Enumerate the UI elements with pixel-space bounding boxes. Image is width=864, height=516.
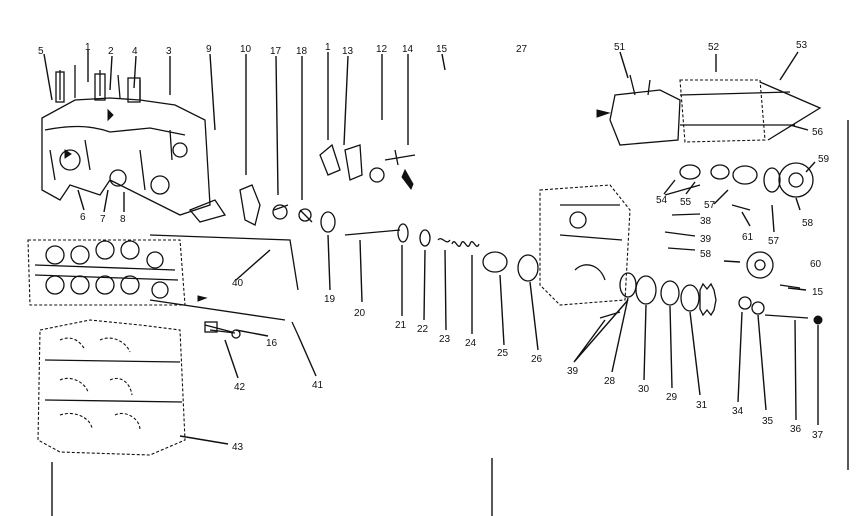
callout-2: 2 (108, 46, 114, 57)
callout-28: 28 (604, 376, 616, 387)
callout-53: 53 (796, 40, 808, 51)
motor-assembly (609, 74, 822, 146)
callout-30: 30 (638, 384, 650, 395)
callout-39b: 39 (567, 366, 579, 377)
callout-61: 61 (742, 232, 754, 243)
callout-5: 5 (38, 46, 44, 57)
callout-21: 21 (395, 320, 407, 331)
callout-15: 15 (436, 44, 448, 55)
callout-25: 25 (497, 348, 509, 359)
callout-1: 1 (85, 42, 91, 53)
callout-41: 41 (312, 380, 324, 391)
center-housing (539, 109, 631, 306)
callout-16: 16 (266, 338, 278, 349)
callout-36: 36 (790, 424, 802, 435)
callout-13: 13 (342, 46, 354, 57)
callout-1b: 1 (325, 42, 331, 53)
lower-housing (37, 319, 186, 456)
callout-56: 56 (812, 127, 824, 138)
callout-14: 14 (402, 44, 414, 55)
callout-20: 20 (354, 308, 366, 319)
callout-31: 31 (696, 400, 708, 411)
callout-29: 29 (666, 392, 678, 403)
callout-38: 38 (700, 216, 712, 227)
callout-17: 17 (270, 46, 282, 57)
shaft-assembly (149, 234, 299, 333)
callout-15b: 15 (812, 287, 824, 298)
callout-60: 60 (810, 259, 822, 270)
callout-6: 6 (80, 212, 86, 223)
callout-40: 40 (232, 278, 244, 289)
callout-42: 42 (234, 382, 246, 393)
callout-58: 58 (802, 218, 814, 229)
linkage-parts (188, 184, 313, 226)
callout-59: 59 (818, 154, 830, 165)
callout-7: 7 (100, 214, 106, 225)
callout-26: 26 (531, 354, 543, 365)
callout-39: 39 (700, 234, 712, 245)
callout-57: 57 (704, 200, 716, 211)
callout-24: 24 (465, 338, 477, 349)
callout-9: 9 (206, 44, 212, 55)
callout-34: 34 (732, 406, 744, 417)
callout-23: 23 (439, 334, 451, 345)
callout-8: 8 (120, 214, 126, 225)
lower-gears (599, 251, 823, 325)
callout-27: 27 (516, 44, 528, 55)
spool-bank (27, 239, 186, 306)
callout-22: 22 (417, 324, 429, 335)
callout-35: 35 (762, 416, 774, 427)
callout-54: 54 (656, 195, 668, 206)
callout-37: 37 (812, 430, 824, 441)
callout-4: 4 (132, 46, 138, 57)
callout-57b: 57 (768, 236, 780, 247)
callout-43: 43 (232, 442, 244, 453)
callout-3: 3 (166, 46, 172, 57)
callout-52: 52 (708, 42, 720, 53)
callout-51: 51 (614, 42, 626, 53)
callout-10: 10 (240, 44, 252, 55)
callout-19: 19 (324, 294, 336, 305)
callout-55: 55 (680, 197, 692, 208)
leader-lines (43, 50, 819, 445)
upper-linkage (319, 143, 416, 191)
callout-58b: 58 (700, 249, 712, 260)
callout-12: 12 (376, 44, 388, 55)
valve-body-assembly (41, 65, 211, 216)
gear-train (664, 162, 814, 251)
center-spool-parts (320, 211, 539, 282)
callout-18: 18 (296, 46, 308, 57)
